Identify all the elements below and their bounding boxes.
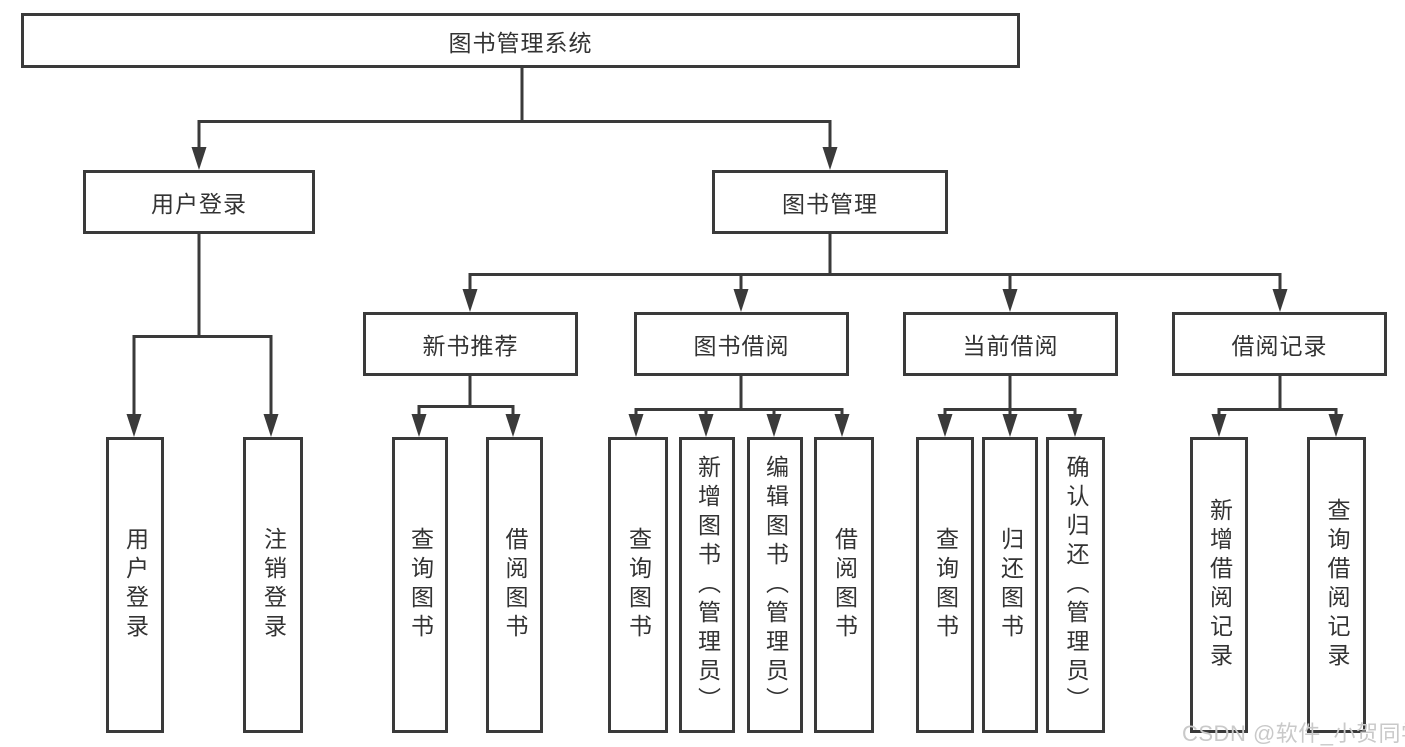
leaf-borrowing-borrow-books: 借阅图书 — [814, 437, 874, 733]
leaf-borrowing-edit-books-admin: 编辑图书（管理员） — [747, 437, 803, 733]
node-current-borrowing: 当前借阅 — [903, 312, 1118, 376]
leaf-current-confirm-return-admin: 确认归还（管理员） — [1046, 437, 1105, 733]
node-library-management-system: 图书管理系统 — [21, 13, 1020, 68]
leaf-current-query-books: 查询图书 — [916, 437, 974, 733]
leaf-current-return-books: 归还图书 — [982, 437, 1038, 733]
leaf-borrowing-query-books: 查询图书 — [608, 437, 668, 733]
leaf-newbook-query-books: 查询图书 — [392, 437, 448, 733]
leaf-logout: 注销登录 — [243, 437, 303, 733]
leaf-user-login: 用户登录 — [106, 437, 164, 733]
node-book-borrowing: 图书借阅 — [634, 312, 849, 376]
node-book-management: 图书管理 — [712, 170, 948, 234]
leaf-newbook-borrow-books: 借阅图书 — [486, 437, 543, 733]
csdn-watermark: CSDN @软件_小贺同学 — [1182, 721, 1405, 746]
leaf-records-add-borrow-record: 新增借阅记录 — [1190, 437, 1248, 733]
node-new-book-recommend: 新书推荐 — [363, 312, 578, 376]
leaf-borrowing-add-books-admin: 新增图书（管理员） — [679, 437, 735, 733]
node-user-login: 用户登录 — [83, 170, 315, 234]
node-borrowing-records: 借阅记录 — [1172, 312, 1387, 376]
leaf-records-query-borrow-record: 查询借阅记录 — [1307, 437, 1366, 733]
